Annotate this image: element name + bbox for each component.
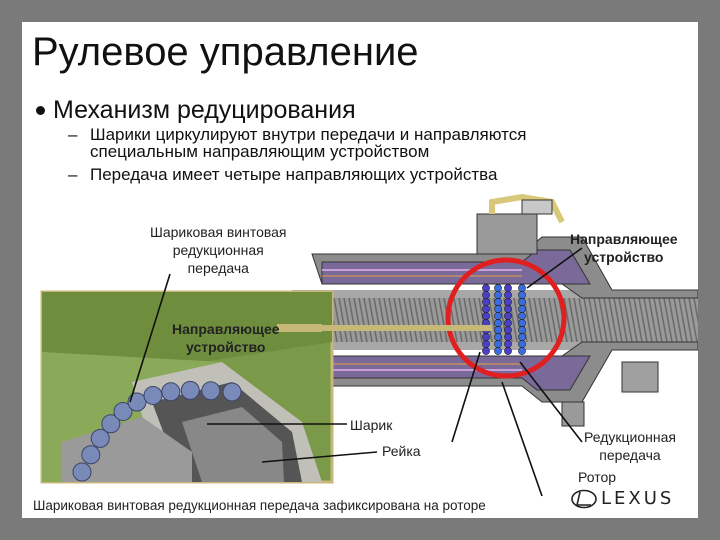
label-guide-left: Направляющее устройство [172, 320, 280, 356]
label-rack: Рейка [382, 442, 421, 460]
label-line: передача [150, 259, 287, 277]
main-bullet-text: Механизм редуцирования [53, 96, 356, 125]
label-guide-top-right: Направляющее устройство [570, 230, 678, 266]
label-line: редукционная [150, 241, 287, 259]
subpoint-1-line2: специальным направляющим устройством [90, 143, 429, 160]
label-line: устройство [570, 248, 678, 266]
label-line: передача [584, 446, 676, 464]
label-line: Редукционная [584, 428, 676, 446]
label-ball: Шарик [350, 416, 392, 434]
bullet-dot-icon [36, 106, 45, 115]
label-ball-screw: Шариковая винтовая редукционная передача [150, 223, 287, 277]
slide: Рулевое управление Механизм редуцировани… [22, 22, 698, 518]
label-line: Направляющее [172, 320, 280, 338]
slide-caption: Шариковая винтовая редукционная передача… [33, 498, 486, 513]
subpoint-1-line1: Шарики циркулируют внутри передачи и нап… [90, 126, 526, 143]
main-bullet: Механизм редуцирования [36, 96, 356, 125]
lexus-logo: LEXUS [571, 488, 674, 509]
label-line: устройство [172, 338, 280, 356]
lexus-emblem-icon [571, 489, 597, 509]
logo-wordmark: LEXUS [601, 488, 674, 509]
slide-title: Рулевое управление [32, 30, 419, 75]
subpoint-2-line1: Передача имеет четыре направляющих устро… [90, 166, 497, 183]
label-line: Направляющее [570, 230, 678, 248]
label-rotor: Ротор [578, 468, 616, 486]
label-line: Шариковая винтовая [150, 223, 287, 241]
subpoint-dash: – [68, 166, 77, 183]
label-reduction-gear: Редукционная передача [584, 428, 676, 464]
subpoint-dash: – [68, 126, 77, 143]
